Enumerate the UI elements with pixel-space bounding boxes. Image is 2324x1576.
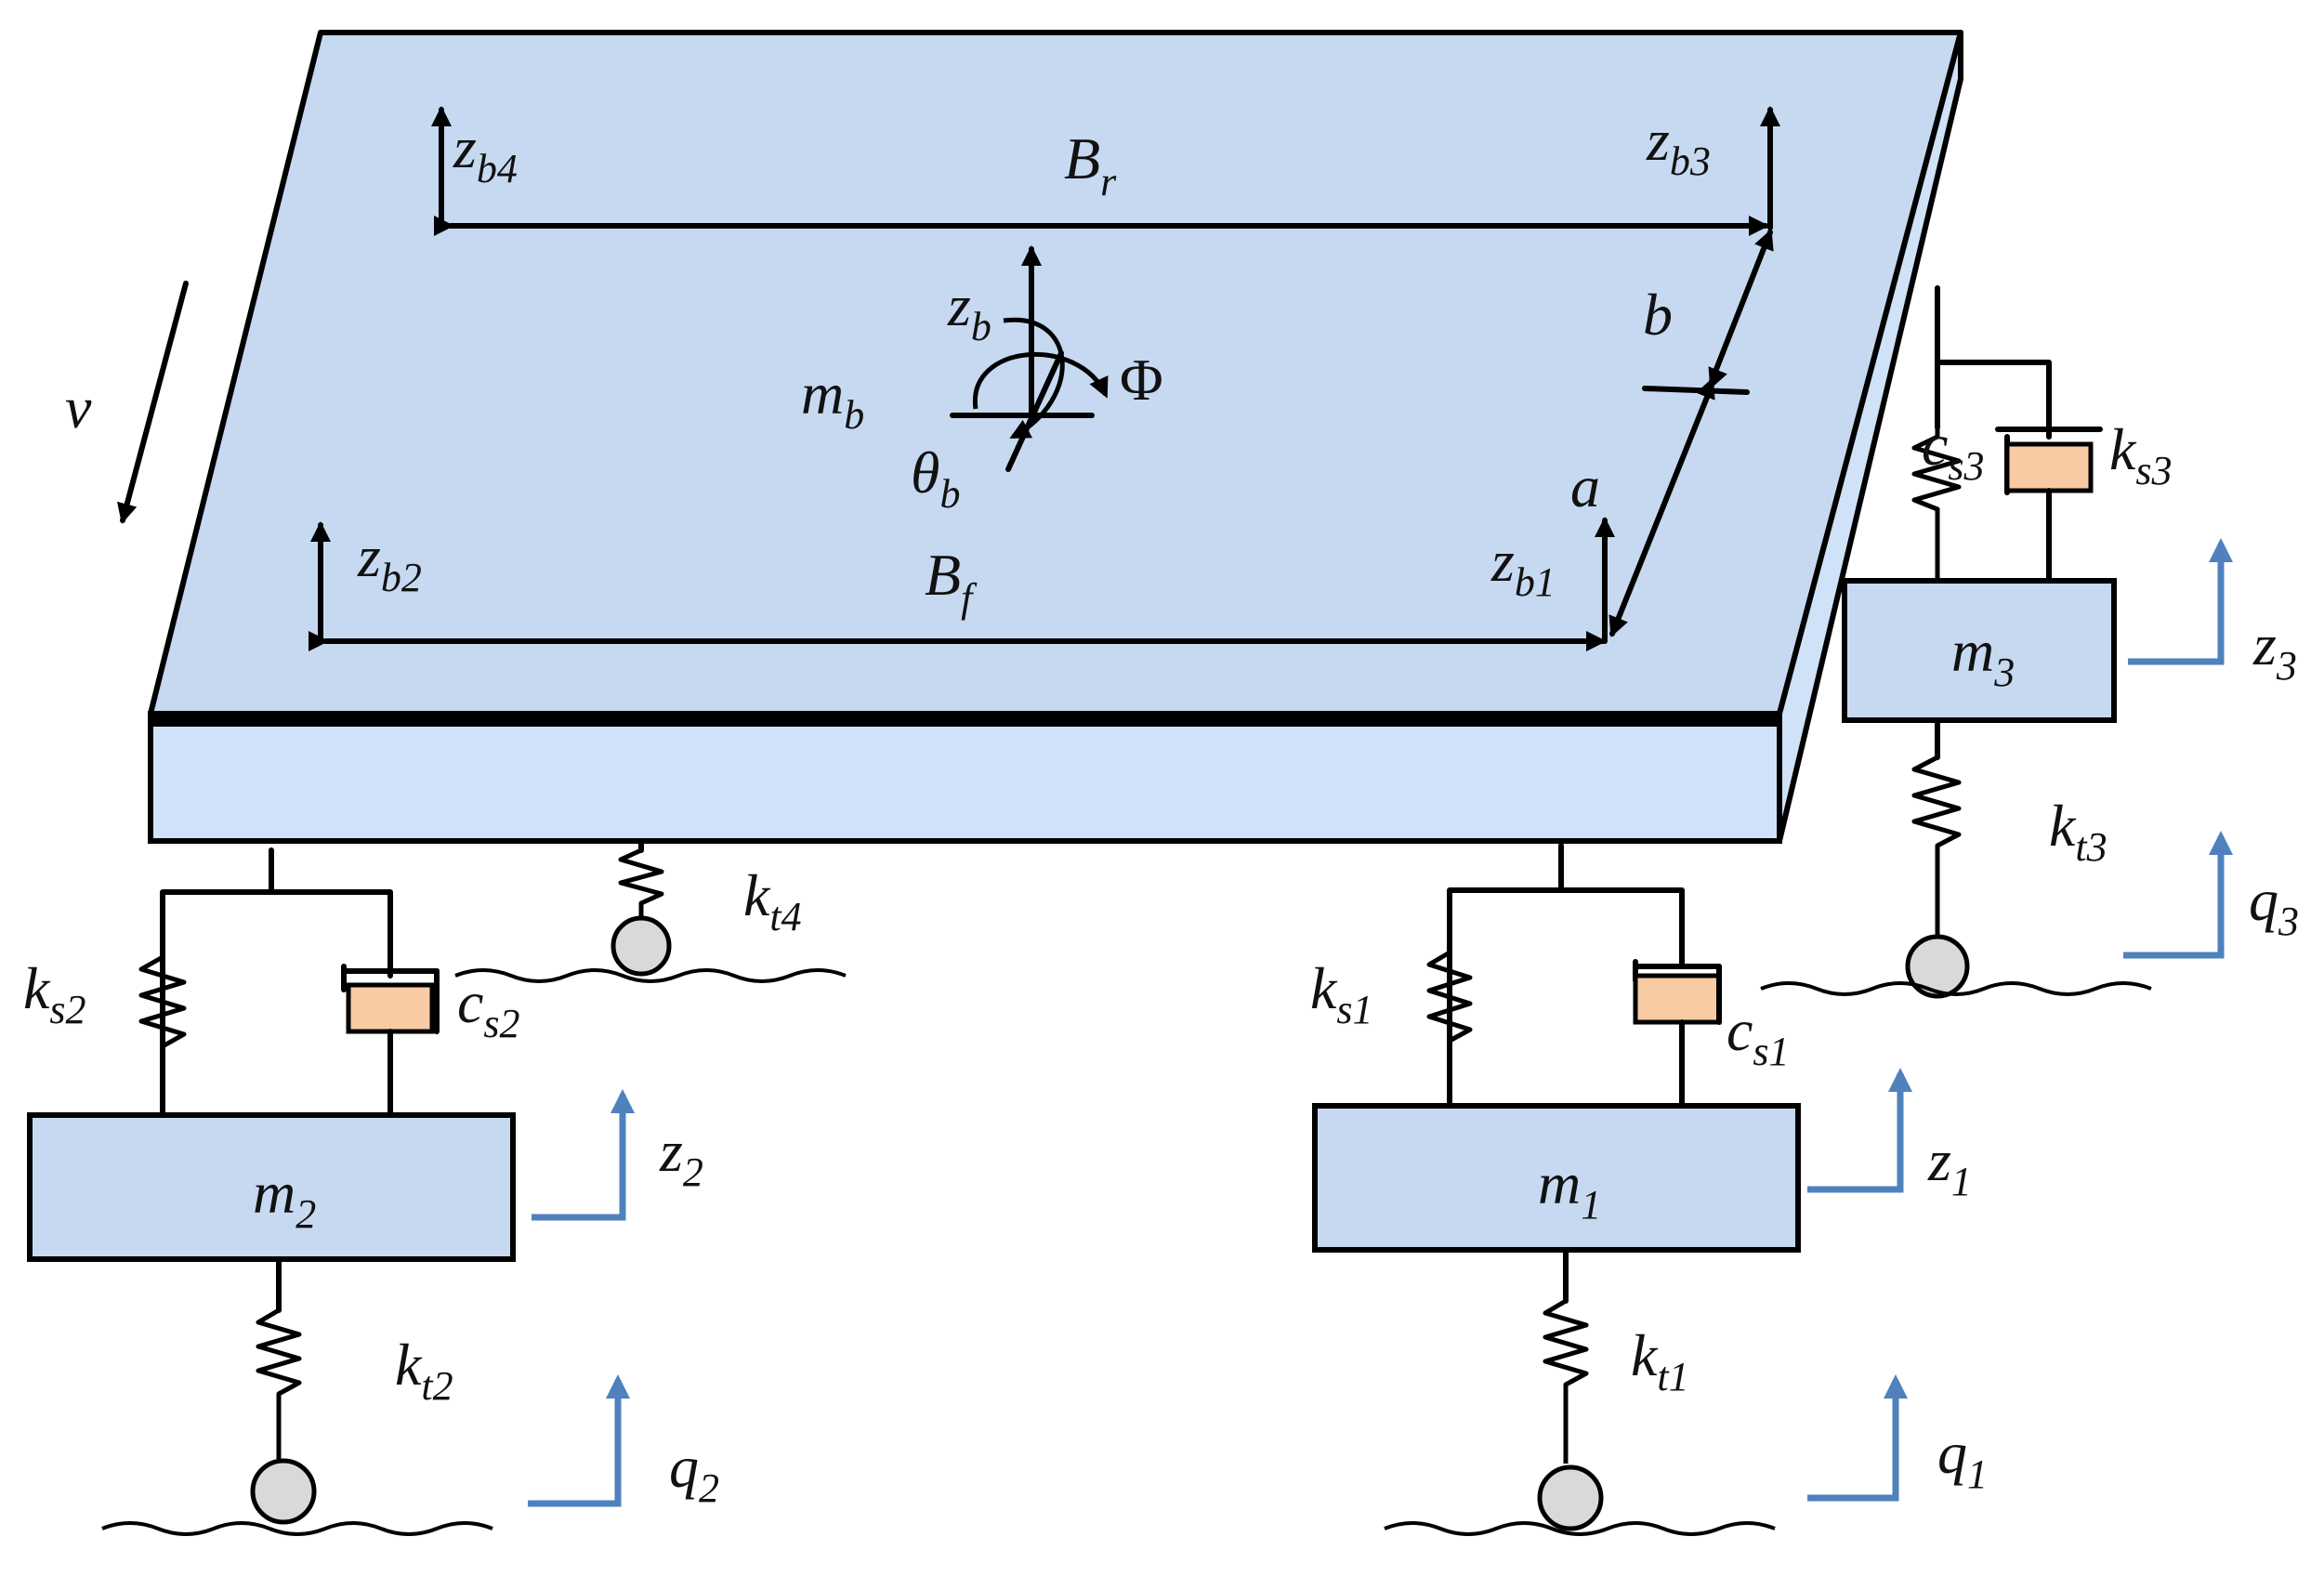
wheel-1 bbox=[1537, 1464, 1604, 1531]
mass-m2 bbox=[27, 1112, 516, 1262]
label-theta-b: θb bbox=[911, 440, 960, 517]
label-q3: q3 bbox=[2249, 867, 2299, 944]
b-dimension bbox=[1696, 229, 1774, 401]
front-right-suspension bbox=[1312, 843, 1801, 1536]
mass-m3 bbox=[1842, 578, 2117, 723]
spring-kt2 bbox=[256, 1307, 302, 1459]
z3-arrow bbox=[2128, 538, 2233, 665]
label-phi: Φ bbox=[1120, 347, 1163, 413]
spring-kt3 bbox=[1911, 755, 1962, 939]
label-zb: zb bbox=[947, 272, 991, 349]
spring-ks1 bbox=[1426, 950, 1473, 1044]
z2-arrow bbox=[532, 1089, 635, 1221]
labels: v Br Bf a b mb zb θb Φ zb1 zb2 zb3 zb4 m… bbox=[23, 107, 2299, 1511]
label-kt4: kt4 bbox=[743, 862, 802, 939]
velocity-arrow bbox=[117, 281, 189, 524]
q3-arrow bbox=[2123, 831, 2233, 959]
z1-arrow bbox=[1807, 1068, 1912, 1193]
label-v: v bbox=[65, 374, 92, 440]
mass-m1 bbox=[1312, 1103, 1801, 1253]
label-a: a bbox=[1570, 453, 1600, 519]
label-m3: m3 bbox=[1951, 618, 2015, 695]
rear-right-suspension bbox=[1760, 285, 2152, 999]
a-dimension bbox=[1608, 366, 1727, 637]
rear-left-tire bbox=[454, 838, 847, 983]
label-z2: z2 bbox=[659, 1118, 703, 1195]
body-front-side bbox=[148, 711, 1782, 844]
wheel-2 bbox=[250, 1458, 317, 1525]
label-cs3: cs3 bbox=[1922, 412, 1985, 489]
label-zb3: zb3 bbox=[1646, 107, 1711, 184]
q1-arrow bbox=[1807, 1374, 1908, 1502]
vehicle-body bbox=[148, 30, 1963, 844]
damper-cs2 bbox=[346, 982, 435, 1034]
q2-arrow bbox=[528, 1374, 630, 1507]
label-zb2: zb2 bbox=[357, 523, 422, 600]
spring-ks2 bbox=[138, 954, 187, 1049]
label-kt3: kt3 bbox=[2049, 793, 2107, 870]
label-q2: q2 bbox=[669, 1434, 719, 1511]
displacement-arrows bbox=[528, 538, 2233, 1507]
front-left-suspension bbox=[27, 847, 516, 1536]
dimension-lines bbox=[117, 106, 1780, 651]
label-br: Br bbox=[1064, 125, 1117, 204]
spring-ks3 bbox=[1911, 427, 1962, 585]
damper-cs3 bbox=[2004, 441, 2094, 493]
label-ks3: ks3 bbox=[2109, 416, 2173, 493]
cg-mark bbox=[1642, 386, 1750, 395]
label-cs2: cs2 bbox=[457, 969, 520, 1046]
label-zb1: zb1 bbox=[1490, 528, 1556, 605]
label-kt1: kt1 bbox=[1631, 1322, 1689, 1399]
label-q1: q1 bbox=[1937, 1420, 1988, 1497]
label-z1: z1 bbox=[1927, 1127, 1972, 1204]
spring-kt1 bbox=[1543, 1298, 1589, 1464]
label-z3: z3 bbox=[2252, 611, 2297, 689]
label-cs1: cs1 bbox=[1727, 997, 1790, 1074]
label-zb4: zb4 bbox=[453, 114, 518, 191]
label-ks2: ks2 bbox=[23, 955, 86, 1032]
label-mb: mb bbox=[801, 361, 864, 438]
wheel-4 bbox=[611, 915, 672, 977]
damper-cs1 bbox=[1633, 973, 1722, 1025]
body-top bbox=[148, 30, 1963, 716]
label-kt2: kt2 bbox=[395, 1332, 453, 1409]
label-b: b bbox=[1643, 282, 1673, 348]
label-m2: m2 bbox=[253, 1160, 316, 1237]
wheel-3 bbox=[1905, 934, 1970, 999]
label-ks1: ks1 bbox=[1310, 955, 1373, 1032]
label-m1: m1 bbox=[1538, 1150, 1601, 1228]
spring-kt4 bbox=[618, 847, 664, 920]
